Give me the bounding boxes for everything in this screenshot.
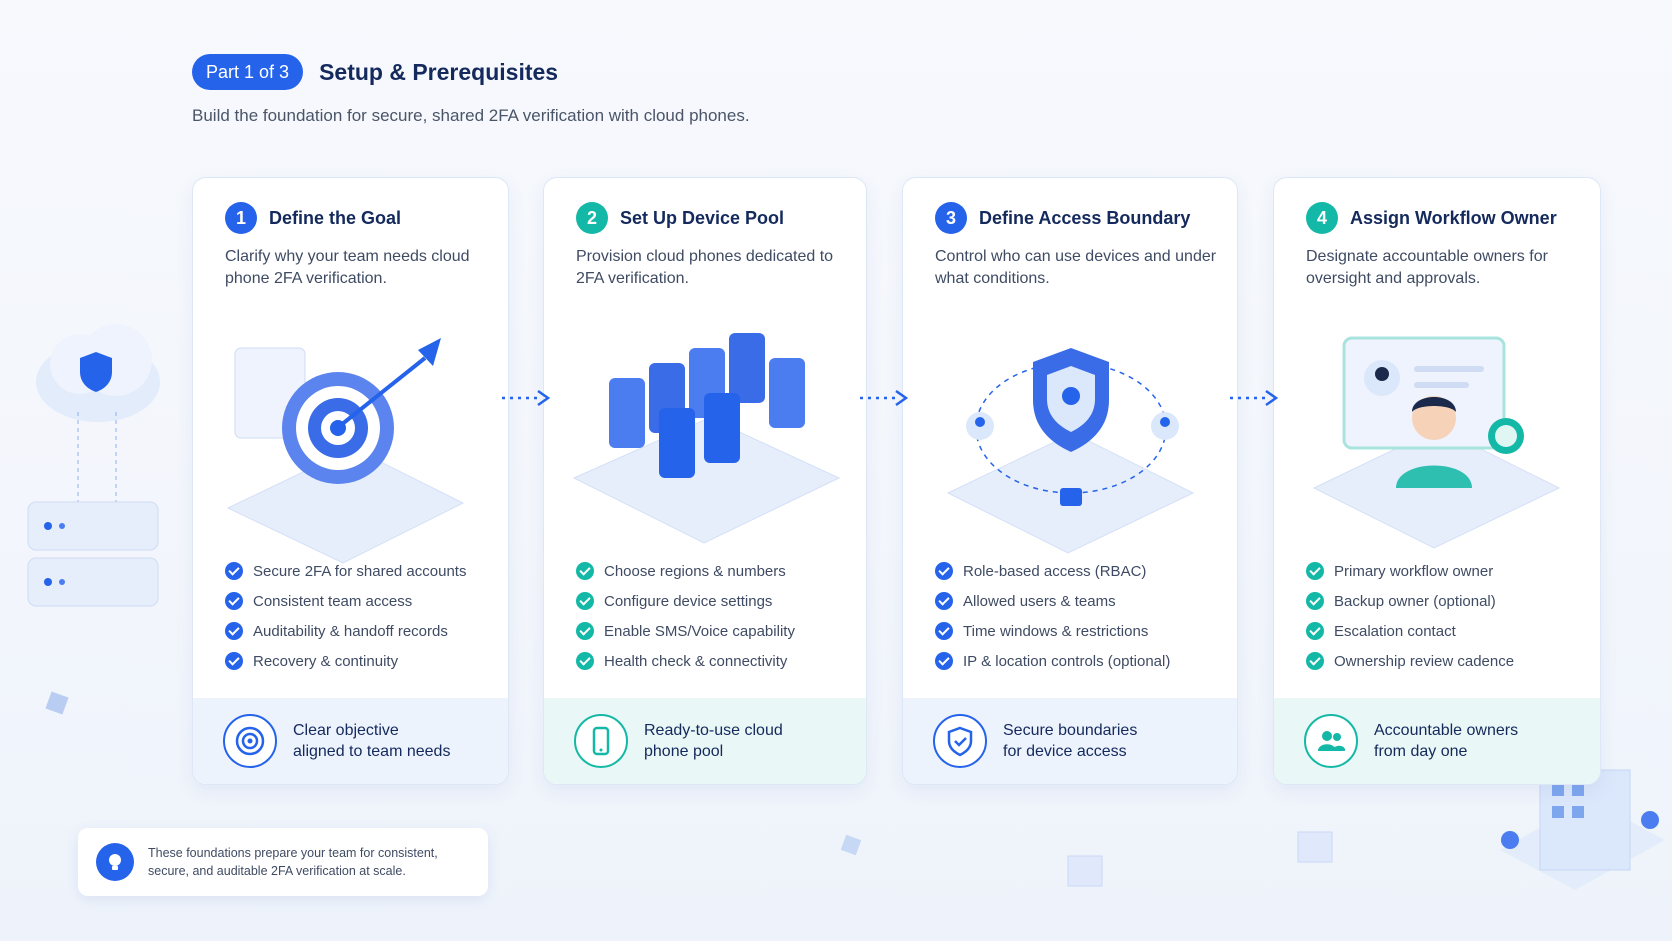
check-icon	[225, 562, 243, 580]
outcome-text: Clear objective aligned to team needs	[293, 722, 451, 760]
list-item: Configure device settings	[576, 586, 795, 616]
check-icon	[225, 652, 243, 670]
target-illustration	[226, 338, 465, 564]
step-card-define-goal: 1 Define the Goal Clarify why your team …	[192, 177, 509, 785]
list-item: Time windows & restrictions	[935, 616, 1170, 646]
step-checklist: Primary workflow owner Backup owner (opt…	[1306, 556, 1514, 676]
page-title: Setup & Prerequisites	[319, 58, 559, 85]
cube-decoration	[45, 691, 69, 715]
list-item: Secure 2FA for shared accounts	[225, 556, 466, 586]
list-item: Ownership review cadence	[1306, 646, 1514, 676]
check-icon	[935, 562, 953, 580]
check-icon	[1306, 592, 1324, 610]
page-subtitle: Build the foundation for secure, shared …	[192, 106, 750, 125]
step-description: Provision cloud phones dedicated to 2FA …	[576, 248, 834, 287]
list-item: Enable SMS/Voice capability	[576, 616, 795, 646]
shield-icon	[933, 714, 987, 768]
list-item: IP & location controls (optional)	[935, 646, 1170, 676]
target-icon	[223, 714, 277, 768]
step-title: Define Access Boundary	[979, 207, 1191, 228]
check-icon	[576, 592, 594, 610]
check-icon	[1306, 622, 1324, 640]
list-item: Recovery & continuity	[225, 646, 466, 676]
list-item: Primary workflow owner	[1306, 556, 1514, 586]
list-item: Allowed users & teams	[935, 586, 1170, 616]
foundation-note: These foundations prepare your team for …	[78, 828, 488, 896]
cube-decoration	[1297, 831, 1333, 863]
step-outcome: Accountable owners from day one	[1274, 698, 1600, 784]
check-icon	[935, 592, 953, 610]
step-card-device-pool: 2 Set Up Device Pool Provision cloud pho…	[543, 177, 867, 785]
check-icon	[935, 622, 953, 640]
building-illustration	[1500, 769, 1665, 890]
outcome-text: Accountable owners from day one	[1374, 722, 1519, 760]
phone-pool-illustration	[572, 333, 841, 544]
check-icon	[935, 652, 953, 670]
flow-arrow	[1230, 389, 1279, 407]
check-icon	[1306, 562, 1324, 580]
step-number: 2	[576, 202, 608, 234]
step-checklist: Role-based access (RBAC) Allowed users &…	[935, 556, 1170, 676]
step-card-access-boundary: 3 Define Access Boundary Control who can…	[902, 177, 1238, 785]
flow-arrow	[860, 389, 909, 407]
outcome-text: Secure boundaries for device access	[1003, 722, 1138, 760]
step-number: 3	[935, 202, 967, 234]
check-icon	[225, 622, 243, 640]
step-number: 4	[1306, 202, 1338, 234]
step-outcome: Ready-to-use cloud phone pool	[544, 698, 866, 784]
step-card-workflow-owner: 4 Assign Workflow Owner Designate accoun…	[1273, 177, 1601, 785]
step-checklist: Secure 2FA for shared accounts Consisten…	[225, 556, 466, 676]
check-icon	[576, 622, 594, 640]
step-number: 1	[225, 202, 257, 234]
step-outcome: Clear objective aligned to team needs	[193, 698, 508, 784]
step-title: Define the Goal	[269, 207, 402, 228]
step-description: Control who can use devices and under wh…	[935, 248, 1217, 287]
lightbulb-icon	[96, 843, 134, 881]
list-item: Choose regions & numbers	[576, 556, 795, 586]
list-item: Health check & connectivity	[576, 646, 795, 676]
part-badge: Part 1 of 3	[192, 54, 304, 90]
step-description: Clarify why your team needs cloud phone …	[225, 248, 470, 287]
list-item: Consistent team access	[225, 586, 466, 616]
check-icon	[225, 592, 243, 610]
list-item: Auditability & handoff records	[225, 616, 466, 646]
check-icon	[576, 562, 594, 580]
step-checklist: Choose regions & numbers Configure devic…	[576, 556, 795, 676]
check-icon	[576, 652, 594, 670]
page-header: Part 1 of 3 Setup & Prerequisites	[192, 54, 558, 90]
cloud-server-illustration	[27, 324, 160, 607]
list-item: Escalation contact	[1306, 616, 1514, 646]
note-text: These foundations prepare your team for …	[148, 846, 438, 878]
list-item: Role-based access (RBAC)	[935, 556, 1170, 586]
list-item: Backup owner (optional)	[1306, 586, 1514, 616]
access-boundary-illustration	[946, 348, 1195, 554]
cube-decoration	[1067, 855, 1103, 887]
workflow-owner-illustration	[1312, 336, 1561, 549]
step-outcome: Secure boundaries for device access	[903, 698, 1237, 784]
step-title: Assign Workflow Owner	[1350, 207, 1557, 228]
step-title: Set Up Device Pool	[620, 207, 785, 228]
step-description: Designate accountable owners for oversig…	[1306, 248, 1548, 287]
phone-icon	[574, 714, 628, 768]
cube-decoration	[840, 834, 862, 856]
check-icon	[1306, 652, 1324, 670]
flow-arrow	[502, 389, 551, 407]
outcome-text: Ready-to-use cloud phone pool	[644, 722, 783, 760]
users-icon	[1304, 714, 1358, 768]
